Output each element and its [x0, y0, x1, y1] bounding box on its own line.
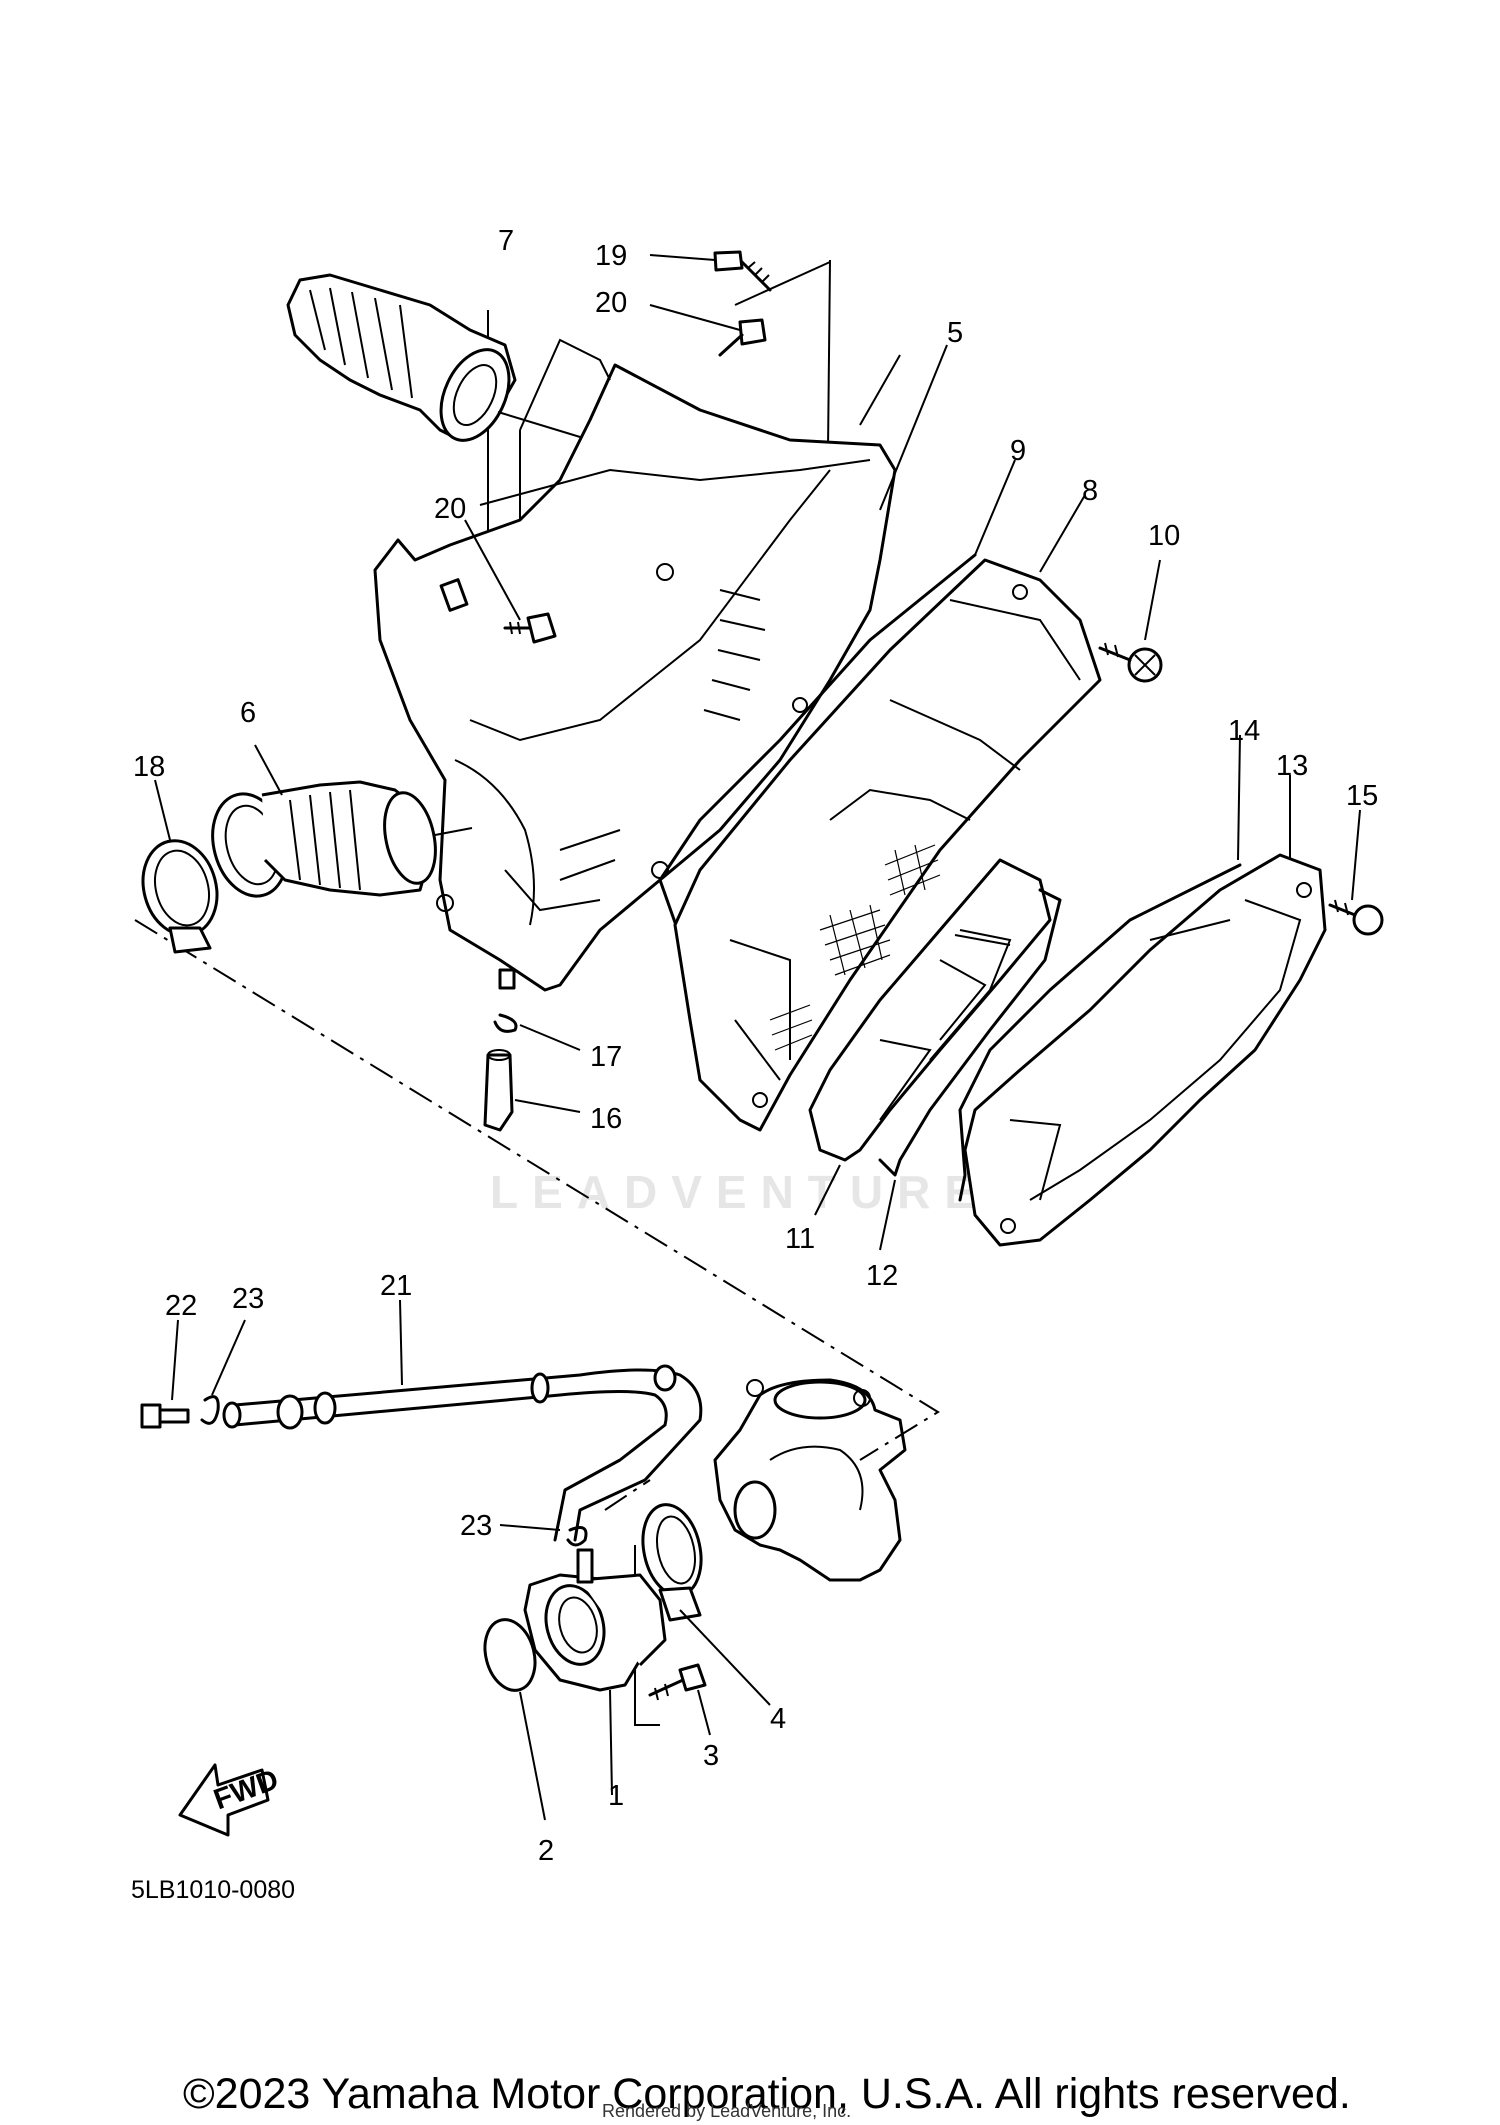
bolt-part-3 — [648, 1663, 711, 1736]
air-filter-case-part-5 — [373, 338, 948, 992]
hose-clamp-part-4 — [641, 1503, 771, 1706]
callout-14: 14 — [1228, 715, 1260, 747]
drain-plug-part-16 — [483, 1049, 581, 1132]
callout-20-lower: 20 — [434, 493, 466, 525]
assembly-reference-lines — [134, 259, 940, 1726]
filter-frame-part-12 — [878, 888, 1062, 1251]
diagram-code: 5LB1010-0080 — [131, 1876, 296, 1904]
breather-hose-part-21 — [222, 1299, 703, 1542]
intake-manifold-part-1 — [523, 1548, 667, 1796]
callout-4: 4 — [770, 1703, 786, 1735]
callout-19: 19 — [595, 240, 627, 272]
callout-15: 15 — [1346, 780, 1378, 812]
hose-clamp-part-18 — [141, 779, 219, 954]
callout-numbers: 1 2 3 4 5 6 7 8 9 10 11 12 13 14 15 16 1… — [133, 225, 1378, 1867]
callout-11: 11 — [785, 1223, 815, 1255]
screw-part-15 — [1328, 809, 1384, 936]
callout-21: 21 — [380, 1270, 412, 1302]
callout-20-upper: 20 — [595, 287, 627, 319]
air-filter-cap-part-8 — [673, 494, 1102, 1132]
hose-clip-part-23-upper — [200, 1319, 246, 1425]
intake-duct-part-7 — [286, 273, 591, 442]
callout-17: 17 — [590, 1041, 622, 1073]
bolt-part-20-upper — [649, 304, 767, 357]
callout-22: 22 — [165, 1290, 197, 1322]
callout-3: 3 — [703, 1740, 719, 1772]
carburetor-reference — [713, 1378, 907, 1582]
copyright-notice: ©2023 Yamaha Motor Corporation, U.S.A. A… — [183, 2070, 1351, 2118]
callout-10: 10 — [1148, 520, 1180, 552]
callout-7: 7 — [498, 225, 514, 257]
callout-12: 12 — [866, 1260, 898, 1292]
forward-direction-arrow: FWD — [178, 1763, 283, 1837]
callout-6: 6 — [240, 697, 256, 729]
callout-5: 5 — [947, 317, 963, 349]
callout-2: 2 — [538, 1835, 554, 1867]
carburetor-joint-part-6 — [211, 744, 473, 898]
bolt-part-20-lower — [464, 519, 557, 644]
callout-1: 1 — [608, 1780, 624, 1812]
callout-9: 9 — [1010, 435, 1026, 467]
callout-18: 18 — [133, 751, 165, 783]
callout-16: 16 — [590, 1103, 622, 1135]
hose-clip-part-23-lower — [499, 1524, 588, 1547]
filter-mesh-hatch — [769, 844, 941, 1051]
o-ring-part-2 — [483, 1618, 546, 1821]
callout-23-lower: 23 — [460, 1510, 492, 1542]
rendered-by-credit: Rendered by LeadVenture, Inc. — [602, 2101, 852, 2121]
bolt-part-22 — [140, 1319, 190, 1429]
screw-part-10 — [1098, 559, 1163, 683]
callout-13: 13 — [1276, 750, 1308, 782]
air-filter-cover-part-13 — [963, 775, 1327, 1247]
seal-part-14 — [958, 734, 1242, 1202]
callout-8: 8 — [1082, 475, 1098, 507]
clip-part-17 — [493, 1013, 581, 1051]
bolt-part-19 — [649, 250, 772, 292]
callout-23-upper: 23 — [232, 1283, 264, 1315]
